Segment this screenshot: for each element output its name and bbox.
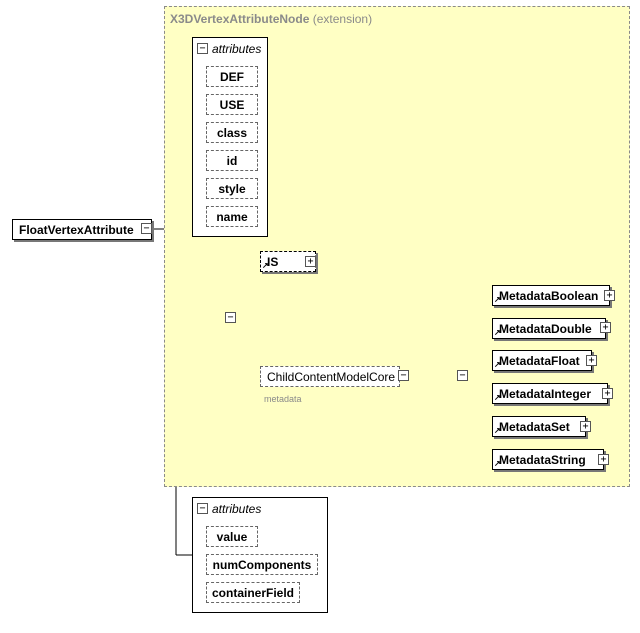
metadata-string-element[interactable]: ↗ MetadataString: [492, 449, 604, 470]
metadata-integer-element[interactable]: ↗ MetadataInteger: [492, 383, 608, 404]
metadata-float-expand-toggle[interactable]: +: [586, 355, 597, 366]
ext-attributes-toggle[interactable]: −: [197, 43, 208, 54]
minus-icon: −: [199, 42, 206, 54]
is-expand-toggle[interactable]: +: [305, 256, 316, 267]
metadata-string-label: MetadataString: [499, 452, 586, 467]
attribute-use[interactable]: USE: [206, 94, 258, 115]
metadata-set-element[interactable]: ↗ MetadataSet: [492, 416, 586, 437]
minus-icon: −: [199, 502, 206, 514]
metadata-boolean-expand-toggle[interactable]: +: [604, 290, 615, 301]
group-label: ChildContentModelCore: [267, 369, 396, 384]
plus-icon: +: [307, 255, 314, 267]
plus-icon: +: [600, 453, 607, 465]
root-element[interactable]: FloatVertexAttribute: [12, 219, 152, 240]
child-content-model-core-group[interactable]: ChildContentModelCore: [260, 366, 400, 387]
metadata-integer-expand-toggle[interactable]: +: [602, 388, 613, 399]
reference-arrow-icon: ↗: [262, 261, 269, 270]
metadata-double-expand-toggle[interactable]: +: [600, 322, 611, 333]
plus-icon: +: [606, 289, 613, 301]
attribute-style[interactable]: style: [206, 178, 258, 199]
root-collapse-toggle[interactable]: −: [141, 223, 152, 234]
reference-arrow-icon: ↗: [494, 393, 501, 402]
metadata-set-label: MetadataSet: [499, 419, 570, 434]
group-collapse-toggle[interactable]: −: [398, 370, 409, 381]
root-label: FloatVertexAttribute: [19, 222, 134, 237]
own-attributes-heading: attributes: [212, 502, 262, 516]
attribute-name[interactable]: name: [206, 206, 258, 227]
metadata-string-expand-toggle[interactable]: +: [598, 454, 609, 465]
attribute-def[interactable]: DEF: [206, 66, 258, 87]
attribute-class[interactable]: class: [206, 122, 258, 143]
extension-title: X3DVertexAttributeNode (extension): [170, 12, 372, 26]
plus-icon: +: [604, 387, 611, 399]
attribute-value[interactable]: value: [206, 526, 258, 547]
reference-arrow-icon: ↗: [494, 360, 501, 369]
sequence-collapse-toggle[interactable]: −: [225, 312, 236, 323]
metadata-set-expand-toggle[interactable]: +: [580, 421, 591, 432]
plus-icon: +: [582, 420, 589, 432]
attribute-id[interactable]: id: [206, 150, 258, 171]
metadata-boolean-label: MetadataBoolean: [499, 288, 599, 303]
reference-arrow-icon: ↗: [494, 459, 501, 468]
reference-arrow-icon: ↗: [494, 295, 501, 304]
group-note: metadata: [264, 394, 302, 404]
plus-icon: +: [602, 321, 609, 333]
own-attributes-toggle[interactable]: −: [197, 503, 208, 514]
metadata-double-label: MetadataDouble: [499, 321, 592, 336]
plus-icon: +: [588, 354, 595, 366]
minus-icon: −: [143, 222, 150, 234]
minus-icon: −: [459, 369, 466, 381]
metadata-float-label: MetadataFloat: [499, 353, 580, 368]
extension-name: X3DVertexAttributeNode: [170, 12, 310, 26]
is-label: IS: [267, 254, 279, 269]
reference-arrow-icon: ↗: [494, 426, 501, 435]
ext-attributes-heading: attributes: [212, 42, 262, 56]
metadata-integer-label: MetadataInteger: [499, 386, 592, 401]
metadata-float-element[interactable]: ↗ MetadataFloat: [492, 350, 592, 371]
metadata-double-element[interactable]: ↗ MetadataDouble: [492, 318, 606, 339]
minus-icon: −: [400, 369, 407, 381]
extension-suffix: (extension): [312, 12, 373, 26]
choice-collapse-toggle[interactable]: −: [457, 370, 468, 381]
reference-arrow-icon: ↗: [494, 328, 501, 337]
attribute-num-components[interactable]: numComponents: [206, 554, 318, 575]
attribute-container-field[interactable]: containerField: [206, 582, 300, 603]
metadata-boolean-element[interactable]: ↗ MetadataBoolean: [492, 285, 610, 306]
minus-icon: −: [227, 311, 234, 323]
